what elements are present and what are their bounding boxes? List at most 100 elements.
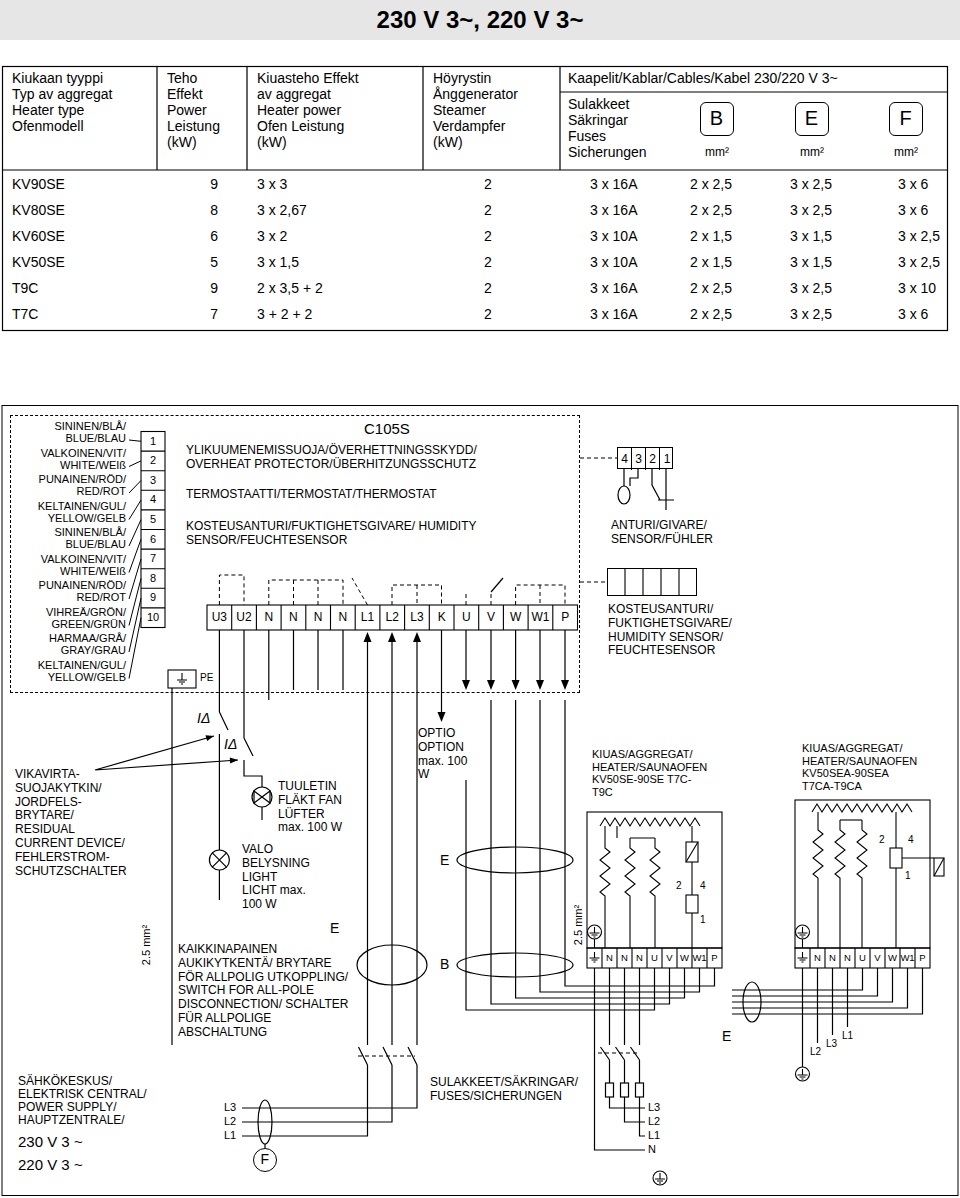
wire-color: SININEN/BLÅ/ BLUE/BLAU <box>6 420 126 444</box>
table-cell: 3 x 1,5 <box>257 254 299 270</box>
humidity-connector: KOSTEUSANTURI/ FUKTIGHETSGIVARE/ HUMIDIT… <box>607 568 697 596</box>
terminal-number: 2 <box>141 451 165 471</box>
table-cell: 2 x 2,5 <box>690 202 732 218</box>
table-cell: 3 x 2,67 <box>257 202 307 218</box>
switch-linkage <box>358 1053 640 1056</box>
title-bar <box>0 0 960 40</box>
table-cell: 3 x 10A <box>590 228 637 244</box>
pin-number: 2 <box>676 880 682 892</box>
table-cell: T9C <box>12 280 38 296</box>
table-cell: 3 x 3 <box>257 176 287 192</box>
phase-label: L3 <box>648 1101 660 1114</box>
terminal-number: 7 <box>141 549 165 569</box>
terminal-label: N <box>602 948 617 968</box>
phase-label: L3 <box>826 1038 837 1050</box>
cable-letter: E <box>722 1028 731 1044</box>
terminal-number: 9 <box>141 588 165 608</box>
terminal-number: 8 <box>141 569 165 589</box>
terminal-blocks <box>141 432 679 689</box>
cable-letter: E <box>330 920 339 936</box>
terminal-label: W <box>677 948 692 968</box>
node-text: B <box>701 103 732 134</box>
terminal-label: N <box>840 948 855 968</box>
table-cell: 3 x 6 <box>898 202 928 218</box>
terminal-label: N <box>810 948 825 968</box>
pin-number: 2 <box>646 448 660 470</box>
rcd-symbol-label: IΔ <box>197 710 210 726</box>
wire-color: SININEN/BLÅ/ BLUE/BLAU <box>6 526 126 550</box>
color-leaders <box>129 440 141 679</box>
callout-label: SÄHKÖKESKUS/ ELEKTRISK CENTRAL/ POWER SU… <box>18 1075 158 1127</box>
cable-letter-box: B <box>700 102 734 136</box>
table-cell: 2 <box>468 202 508 218</box>
terminal-label: V <box>479 605 504 630</box>
unit-label: mm² <box>697 146 737 160</box>
phase-label: L2 <box>224 1115 236 1128</box>
terminal-label: U <box>855 948 870 968</box>
table-cell: 3 x 6 <box>898 306 928 322</box>
supply-voltage: 230 V 3 ~ <box>18 1133 83 1150</box>
callout-label: KAIKKINAPAINEN AUKIKYTKENTÄ/ BRYTARE FÖR… <box>178 943 350 1040</box>
cable-letter: B <box>440 956 449 972</box>
rcd-symbol-label: IΔ <box>224 736 237 752</box>
node-text: F <box>254 1149 276 1171</box>
table-cell: 3 x 2,5 <box>790 176 832 192</box>
wire-color: PUNAINEN/RÖD/ RED/ROT <box>6 473 126 497</box>
terminal-label: V <box>662 948 677 968</box>
wire-color: VALKOINEN/VIT/ WHITE/WEIß <box>6 553 126 577</box>
table-cell: 3 x 10 <box>898 280 936 296</box>
node-text: KOSTEUSANTURI/FUKTIGHETSGIVARE/ HUMIDITY… <box>186 520 496 548</box>
table-grid <box>2 67 958 1196</box>
table-cell: 3 x 16A <box>590 306 637 322</box>
phase-label: L2 <box>648 1115 660 1128</box>
table-cell: 7 <box>150 306 218 322</box>
unit-label: mm² <box>792 146 832 160</box>
table-cell: 2 x 1,5 <box>690 254 732 270</box>
table-cell: 3 x 1,5 <box>790 228 832 244</box>
terminal-label: N <box>256 605 281 630</box>
terminal-label: N <box>331 605 356 630</box>
table-cell: 3 x 10A <box>590 254 637 270</box>
arrowheads <box>206 632 570 764</box>
column-header: Kiuasteho Effekt av aggregat Heater powe… <box>257 70 367 150</box>
table-cell: 2 <box>468 306 508 322</box>
terminal-label: W <box>885 948 900 968</box>
unit-label: mm² <box>886 146 926 160</box>
wire-color: VIHREÄ/GRÖN/ GREEN/GRÜN <box>6 606 126 630</box>
table-cell: 2 x 2,5 <box>690 306 732 322</box>
heater-heading: KIUAS/AGGREGAT/ HEATER/SAUNAOFEN KV50SEA… <box>802 742 914 792</box>
terminal-label: N <box>281 605 306 630</box>
wire-color: PUNAINEN/RÖD/ RED/ROT <box>6 579 126 603</box>
node-text: F <box>890 103 921 134</box>
callout-label: OPTIO OPTION max. 100 W <box>418 727 482 782</box>
wire-color: KELTAINEN/GUL/ YELLOW/GELB <box>6 659 126 683</box>
terminal-label: P <box>707 948 722 968</box>
phase-label: L1 <box>224 1129 236 1142</box>
terminal-number: 10 <box>141 608 165 628</box>
table-cell: 3 x 1,5 <box>790 254 832 270</box>
terminal-label: U2 <box>232 605 257 630</box>
field-wiring <box>95 630 923 1150</box>
sensor-connector: 4321ANTURI/GIVARE/ SENSOR/FÜHLER <box>617 447 673 469</box>
sensor-symbols <box>618 469 674 510</box>
supply-voltage: 220 V 3 ~ <box>18 1156 83 1173</box>
cable-letter: E <box>440 852 449 868</box>
table-cell: 2 x 2,5 <box>690 280 732 296</box>
heater-heading: KIUAS/AGGREGAT/ HEATER/SAUNAOFEN KV50SE-… <box>592 748 704 798</box>
cable-letter-box: F <box>889 102 923 136</box>
terminal-label: N <box>306 605 331 630</box>
table-cell: 2 x 2,5 <box>690 176 732 192</box>
terminal-label: W1 <box>692 948 707 968</box>
terminal-number: 5 <box>141 510 165 530</box>
terminal-label: W <box>503 605 528 630</box>
phase-label: L1 <box>842 1030 853 1042</box>
table-cell: 2 <box>468 280 508 296</box>
terminal-label: U3 <box>207 605 232 630</box>
sensor-cable <box>580 458 617 459</box>
table-cell: 5 <box>150 254 218 270</box>
phase-label: L3 <box>224 1101 236 1114</box>
table-cell: 6 <box>150 228 218 244</box>
node-text: YLIKUUMENEMISSUOJA/ÖVERHETTNINGSSKYDD/ O… <box>186 444 496 472</box>
terminal-number: 4 <box>141 490 165 510</box>
table-cell: 3 x 2,5 <box>790 280 832 296</box>
